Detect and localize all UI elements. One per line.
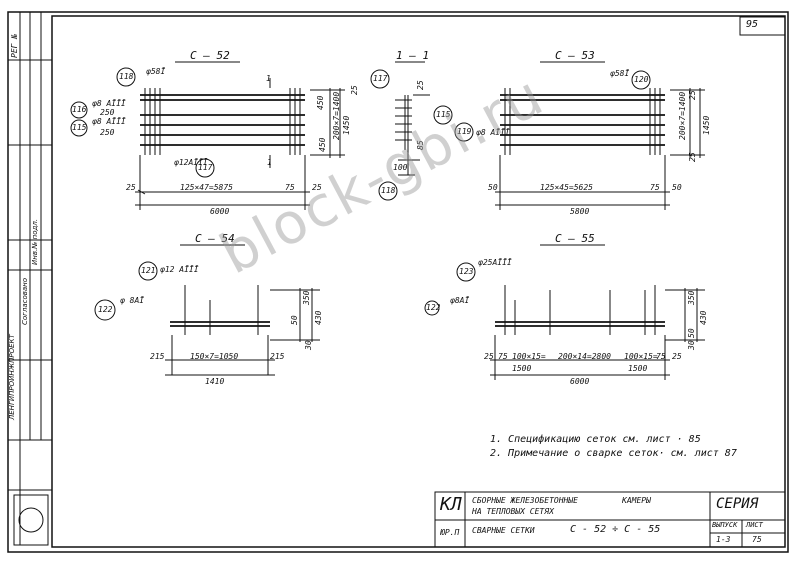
- dim-label: 50: [488, 183, 498, 192]
- callout-number: 115: [436, 110, 451, 119]
- dim-label: 215: [150, 352, 165, 361]
- dim-label: 50: [672, 183, 682, 192]
- issue-label: ВЫПУСК: [712, 521, 738, 529]
- bar-label: φ25AĪĪĪ: [478, 258, 512, 267]
- dim-label: 125×47=5875: [180, 183, 233, 192]
- dim-label: 1410: [205, 377, 225, 386]
- dim-label: 25: [688, 90, 697, 100]
- dim-label: 125×45=5625: [540, 183, 593, 192]
- dim-label: 50: [290, 315, 299, 325]
- dim-label: 430: [314, 310, 323, 325]
- reg-label: РЕГ №: [10, 33, 19, 58]
- org-code: ЮР.П: [440, 528, 460, 537]
- callout-number: 118: [381, 186, 396, 195]
- bar-label: φ8 AĪĪĪ: [92, 99, 126, 108]
- dim-label: 75: [285, 183, 295, 192]
- dim-label: 100: [393, 163, 408, 172]
- bar-label: φ12AĪĪĪ: [174, 158, 208, 167]
- dim-label: 50: [687, 328, 696, 338]
- dim-label: 100×15=: [512, 352, 546, 361]
- view-title-c53: С — 53: [555, 49, 595, 62]
- dim-label: 25: [484, 352, 494, 361]
- dim-label: 25: [672, 352, 682, 361]
- dim-label: 1500: [512, 364, 532, 373]
- dim-label: 25: [688, 152, 697, 162]
- callout-number: 122: [426, 303, 441, 312]
- note-2: 2. Примечание о сварке сеток· см. лист 8…: [490, 448, 737, 459]
- sheet-name: СВАРНЫЕ СЕТКИ: [472, 526, 535, 535]
- bar-label: φ58Ī: [610, 69, 630, 78]
- bar-label: φ8 AĪĪĪ: [92, 117, 126, 126]
- dim-label: 250: [100, 128, 115, 137]
- dim-label: 25: [350, 85, 359, 95]
- callout-number: 121: [141, 266, 156, 275]
- dim-label: 25: [416, 80, 425, 90]
- stamp-approved: Согласовано: [21, 277, 29, 325]
- dim-label: 25: [126, 183, 136, 192]
- view-title-c55: С — 55: [555, 232, 595, 245]
- dim-label: 6000: [210, 207, 230, 216]
- dim-label: 350: [687, 290, 696, 305]
- callout-number: 119: [457, 127, 472, 136]
- title-line-1: СБОРНЫЕ ЖЕЛЕЗОБЕТОННЫЕ: [472, 496, 578, 505]
- dim-label: 450: [318, 137, 327, 152]
- dim-label: 1500: [628, 364, 648, 373]
- page-number: 95: [746, 19, 759, 30]
- doc-code: КЛ: [440, 494, 462, 515]
- issue-value: 1-3: [716, 535, 731, 544]
- dim-label: 215: [270, 352, 285, 361]
- callout-number: 122: [98, 305, 113, 314]
- callout-number: 120: [634, 75, 649, 84]
- dim-label: 75: [498, 352, 508, 361]
- bar-label: φ12 AĪĪĪ: [160, 265, 199, 274]
- series-label: СЕРИЯ: [716, 496, 759, 512]
- view-title-s11: 1 — 1: [396, 49, 430, 62]
- callout-number: 115: [72, 123, 87, 132]
- dim-label: 25: [312, 183, 322, 192]
- view-title-c52: С — 52: [190, 49, 230, 62]
- note-1: 1. Спецификацию сеток см. лист · 85: [490, 434, 701, 445]
- callout-number: 117: [373, 74, 388, 83]
- dim-label: 75: [650, 183, 660, 192]
- sheet-range: С - 52 ÷ С - 55: [570, 524, 661, 535]
- bar-label: φ 8AĪ: [120, 296, 145, 305]
- dim-label: 100×15=: [624, 352, 658, 361]
- dim-label: 200×14=2800: [558, 352, 611, 361]
- callout-number: 117: [198, 163, 213, 172]
- dim-label: 430: [699, 310, 708, 325]
- section-mark: 1: [266, 74, 271, 83]
- dim-label: 200×7=1400: [678, 91, 687, 140]
- dim-label: 75: [656, 352, 666, 361]
- dim-label: 30: [687, 340, 696, 350]
- view-title-c54: С — 54: [195, 232, 235, 245]
- callout-number: 116: [72, 105, 87, 114]
- dim-label: 1450: [702, 115, 711, 135]
- title-line-2: НА ТЕПЛОВЫХ СЕТЯХ: [472, 507, 554, 516]
- dim-label: 350: [302, 290, 311, 305]
- sheet-value: 75: [752, 535, 762, 544]
- section-mark-bottom: 1: [267, 158, 272, 167]
- stamp-org: ЛЕНГИПРОИНЖПРОЕКТ: [8, 334, 16, 420]
- dim-label: 30: [304, 340, 313, 350]
- bar-label: φ8 AĪĪĪ: [476, 128, 510, 137]
- dim-label: 150×7=1050: [190, 352, 239, 361]
- callout-number: 123: [459, 267, 474, 276]
- title-line-1b: КАМЕРЫ: [622, 496, 651, 505]
- stamp-inv: Инв.№ подл.: [31, 218, 39, 265]
- dim-label: 1450: [342, 115, 351, 135]
- bar-label: φ8AĪ: [450, 296, 470, 305]
- sheet-label: ЛИСТ: [746, 521, 763, 529]
- callout-number: 118: [119, 72, 134, 81]
- dim-label: 6000: [570, 377, 590, 386]
- dim-label: 5800: [570, 207, 590, 216]
- dim-label: 200×7=1400: [332, 91, 341, 140]
- dim-label: 450: [316, 95, 325, 110]
- bar-label: φ58Ī: [146, 67, 166, 76]
- dim-label: 250: [100, 108, 115, 117]
